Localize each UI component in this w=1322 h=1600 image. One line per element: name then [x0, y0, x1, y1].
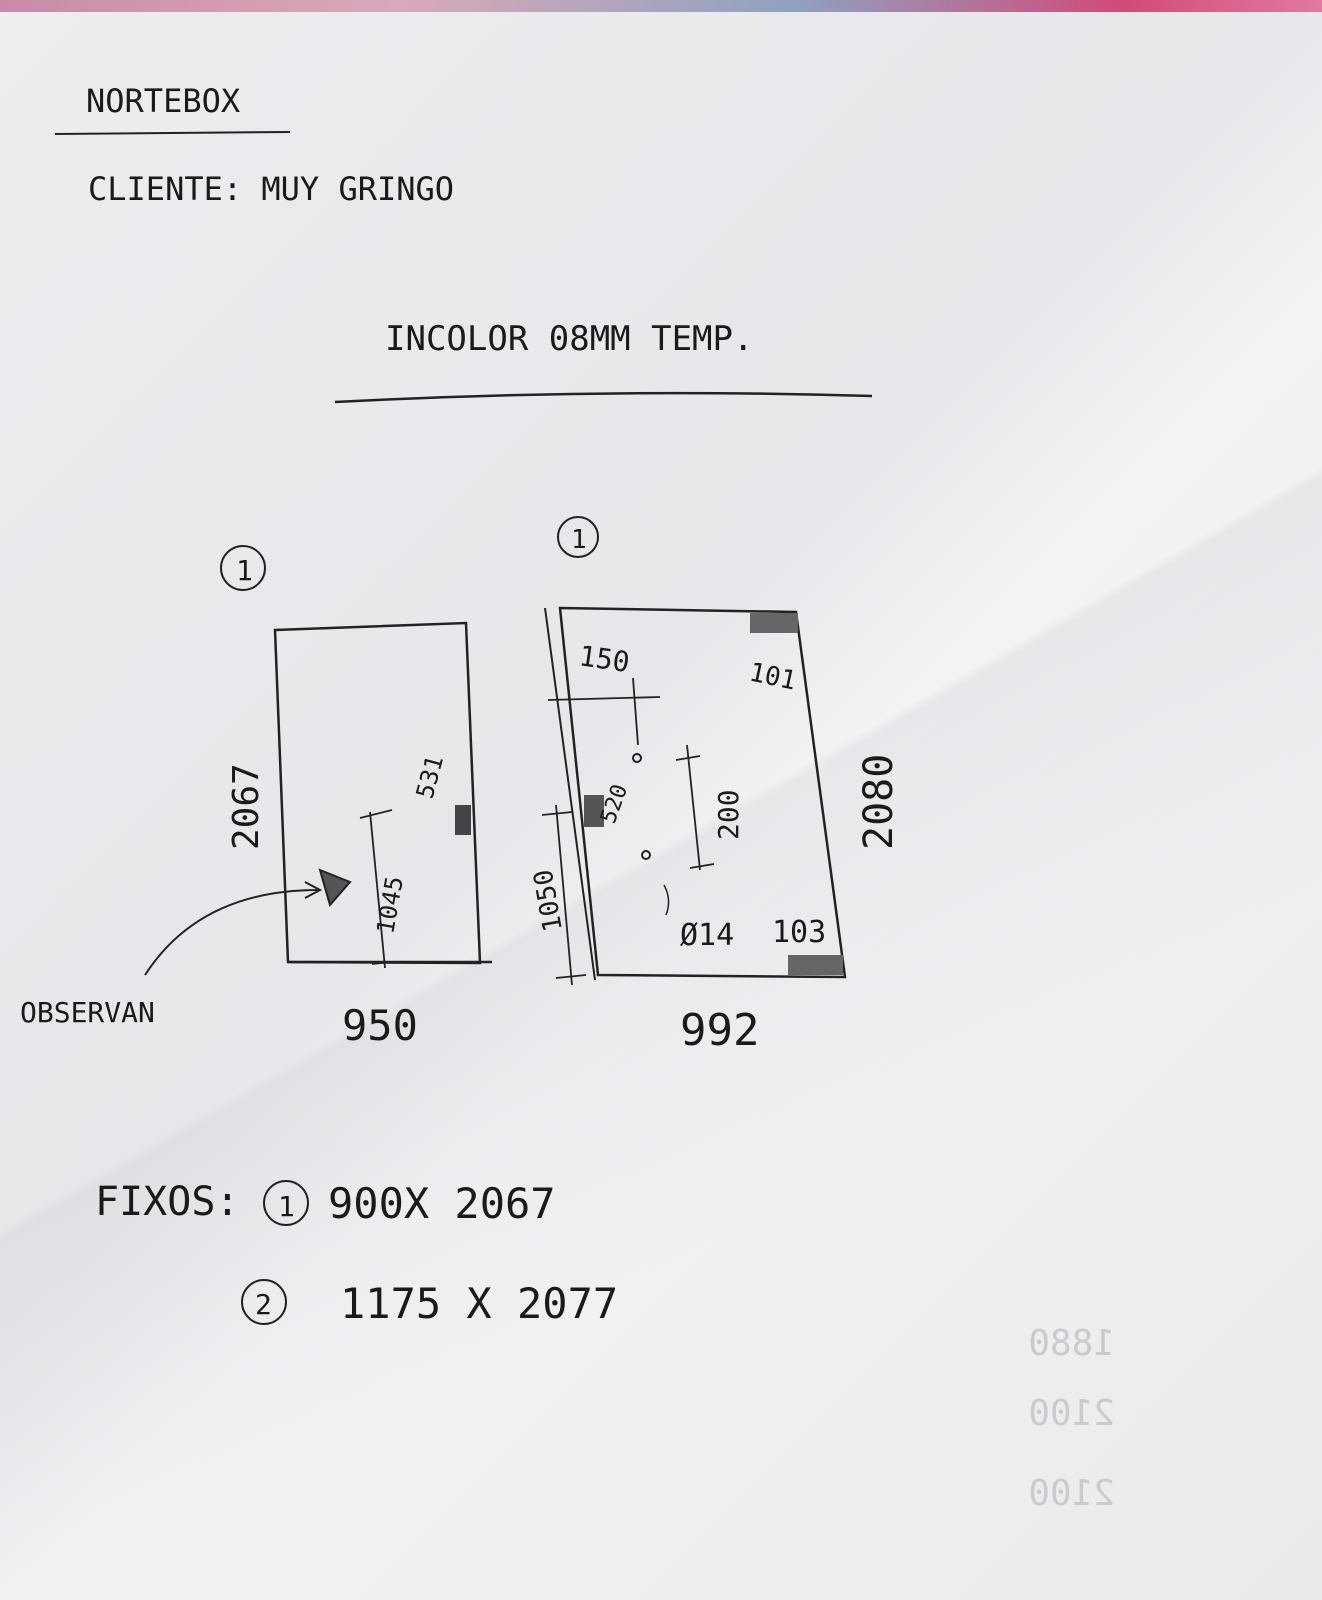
dim-200: 200: [712, 789, 745, 840]
dim-200-line: [687, 745, 700, 870]
item-number-circle: [558, 517, 598, 557]
company-underline: [55, 132, 290, 134]
left-height: 2067: [226, 763, 267, 850]
hole-top-icon: [633, 754, 641, 762]
client-name: CLIENTE: MUY GRINGO: [88, 170, 454, 208]
item-number: 1: [571, 525, 587, 555]
drawing-right: 1 101 150 200 520 1050 Ø14 103 2080 992: [528, 517, 902, 1056]
warning-triangle-icon: [320, 870, 350, 905]
panel-left-edge: [545, 608, 595, 980]
item-number-circle: [221, 546, 265, 590]
note-arrow: [145, 890, 318, 975]
right-width: 992: [680, 1005, 759, 1056]
hole-bottom-icon: [642, 851, 650, 859]
material-spec: INCOLOR 08MM TEMP.: [385, 319, 753, 359]
hinge-mark: [455, 805, 471, 835]
fixo-1-circle: [264, 1181, 308, 1225]
hole-leader-line: [664, 885, 669, 915]
dim-1050-line: [556, 805, 572, 985]
fixos-label: FIXOS:: [95, 1179, 240, 1225]
fixo-2-number: 2: [255, 1288, 272, 1321]
glass-panel-outline: [560, 608, 845, 977]
ghost-line-1: 1880: [1028, 1323, 1115, 1364]
left-width: 950: [342, 1001, 418, 1050]
bleed-through-text: 1880 2100 2100: [1028, 1323, 1115, 1514]
dim-200-ticks: [676, 756, 714, 868]
dim-531: 531: [411, 752, 449, 801]
fixos-list: FIXOS: 1 900X 2067 2 1175 X 2077: [95, 1179, 618, 1328]
dim-150: 150: [577, 639, 632, 679]
dim-520: 520: [596, 781, 633, 827]
bottom-notch-mark: [788, 955, 843, 975]
right-height: 2080: [856, 754, 902, 850]
ghost-line-3: 2100: [1028, 1473, 1115, 1514]
dim-014: Ø14: [680, 918, 734, 953]
fixo-1-size: 900X 2067: [328, 1179, 556, 1228]
hinge-mark: [584, 795, 604, 827]
material-underline: [335, 393, 872, 402]
note-observan: OBSERVAN: [20, 996, 155, 1029]
fixo-2-circle: [242, 1280, 286, 1324]
drawing-left: 1 2067 531 1045 OBSERVAN 950: [20, 546, 492, 1050]
top-notch-mark: [750, 613, 798, 633]
dim-1050-ticks: [542, 812, 586, 978]
dim-1045-line: [370, 812, 385, 968]
note-arrow-head-icon: [305, 882, 320, 898]
item-number: 1: [236, 554, 253, 587]
ghost-line-2: 2100: [1028, 1393, 1115, 1434]
dim-103: 103: [772, 915, 826, 950]
background-strip: [0, 0, 1322, 12]
dim-101: 101: [747, 658, 799, 697]
fixo-2-size: 1175 X 2077: [340, 1279, 618, 1328]
company-name: NORTEBOX: [86, 82, 240, 120]
dim-150-line: [548, 697, 660, 700]
dim-150-tick: [633, 678, 638, 745]
fixo-1-number: 1: [278, 1190, 295, 1223]
dim-1045-ticks: [360, 810, 392, 964]
